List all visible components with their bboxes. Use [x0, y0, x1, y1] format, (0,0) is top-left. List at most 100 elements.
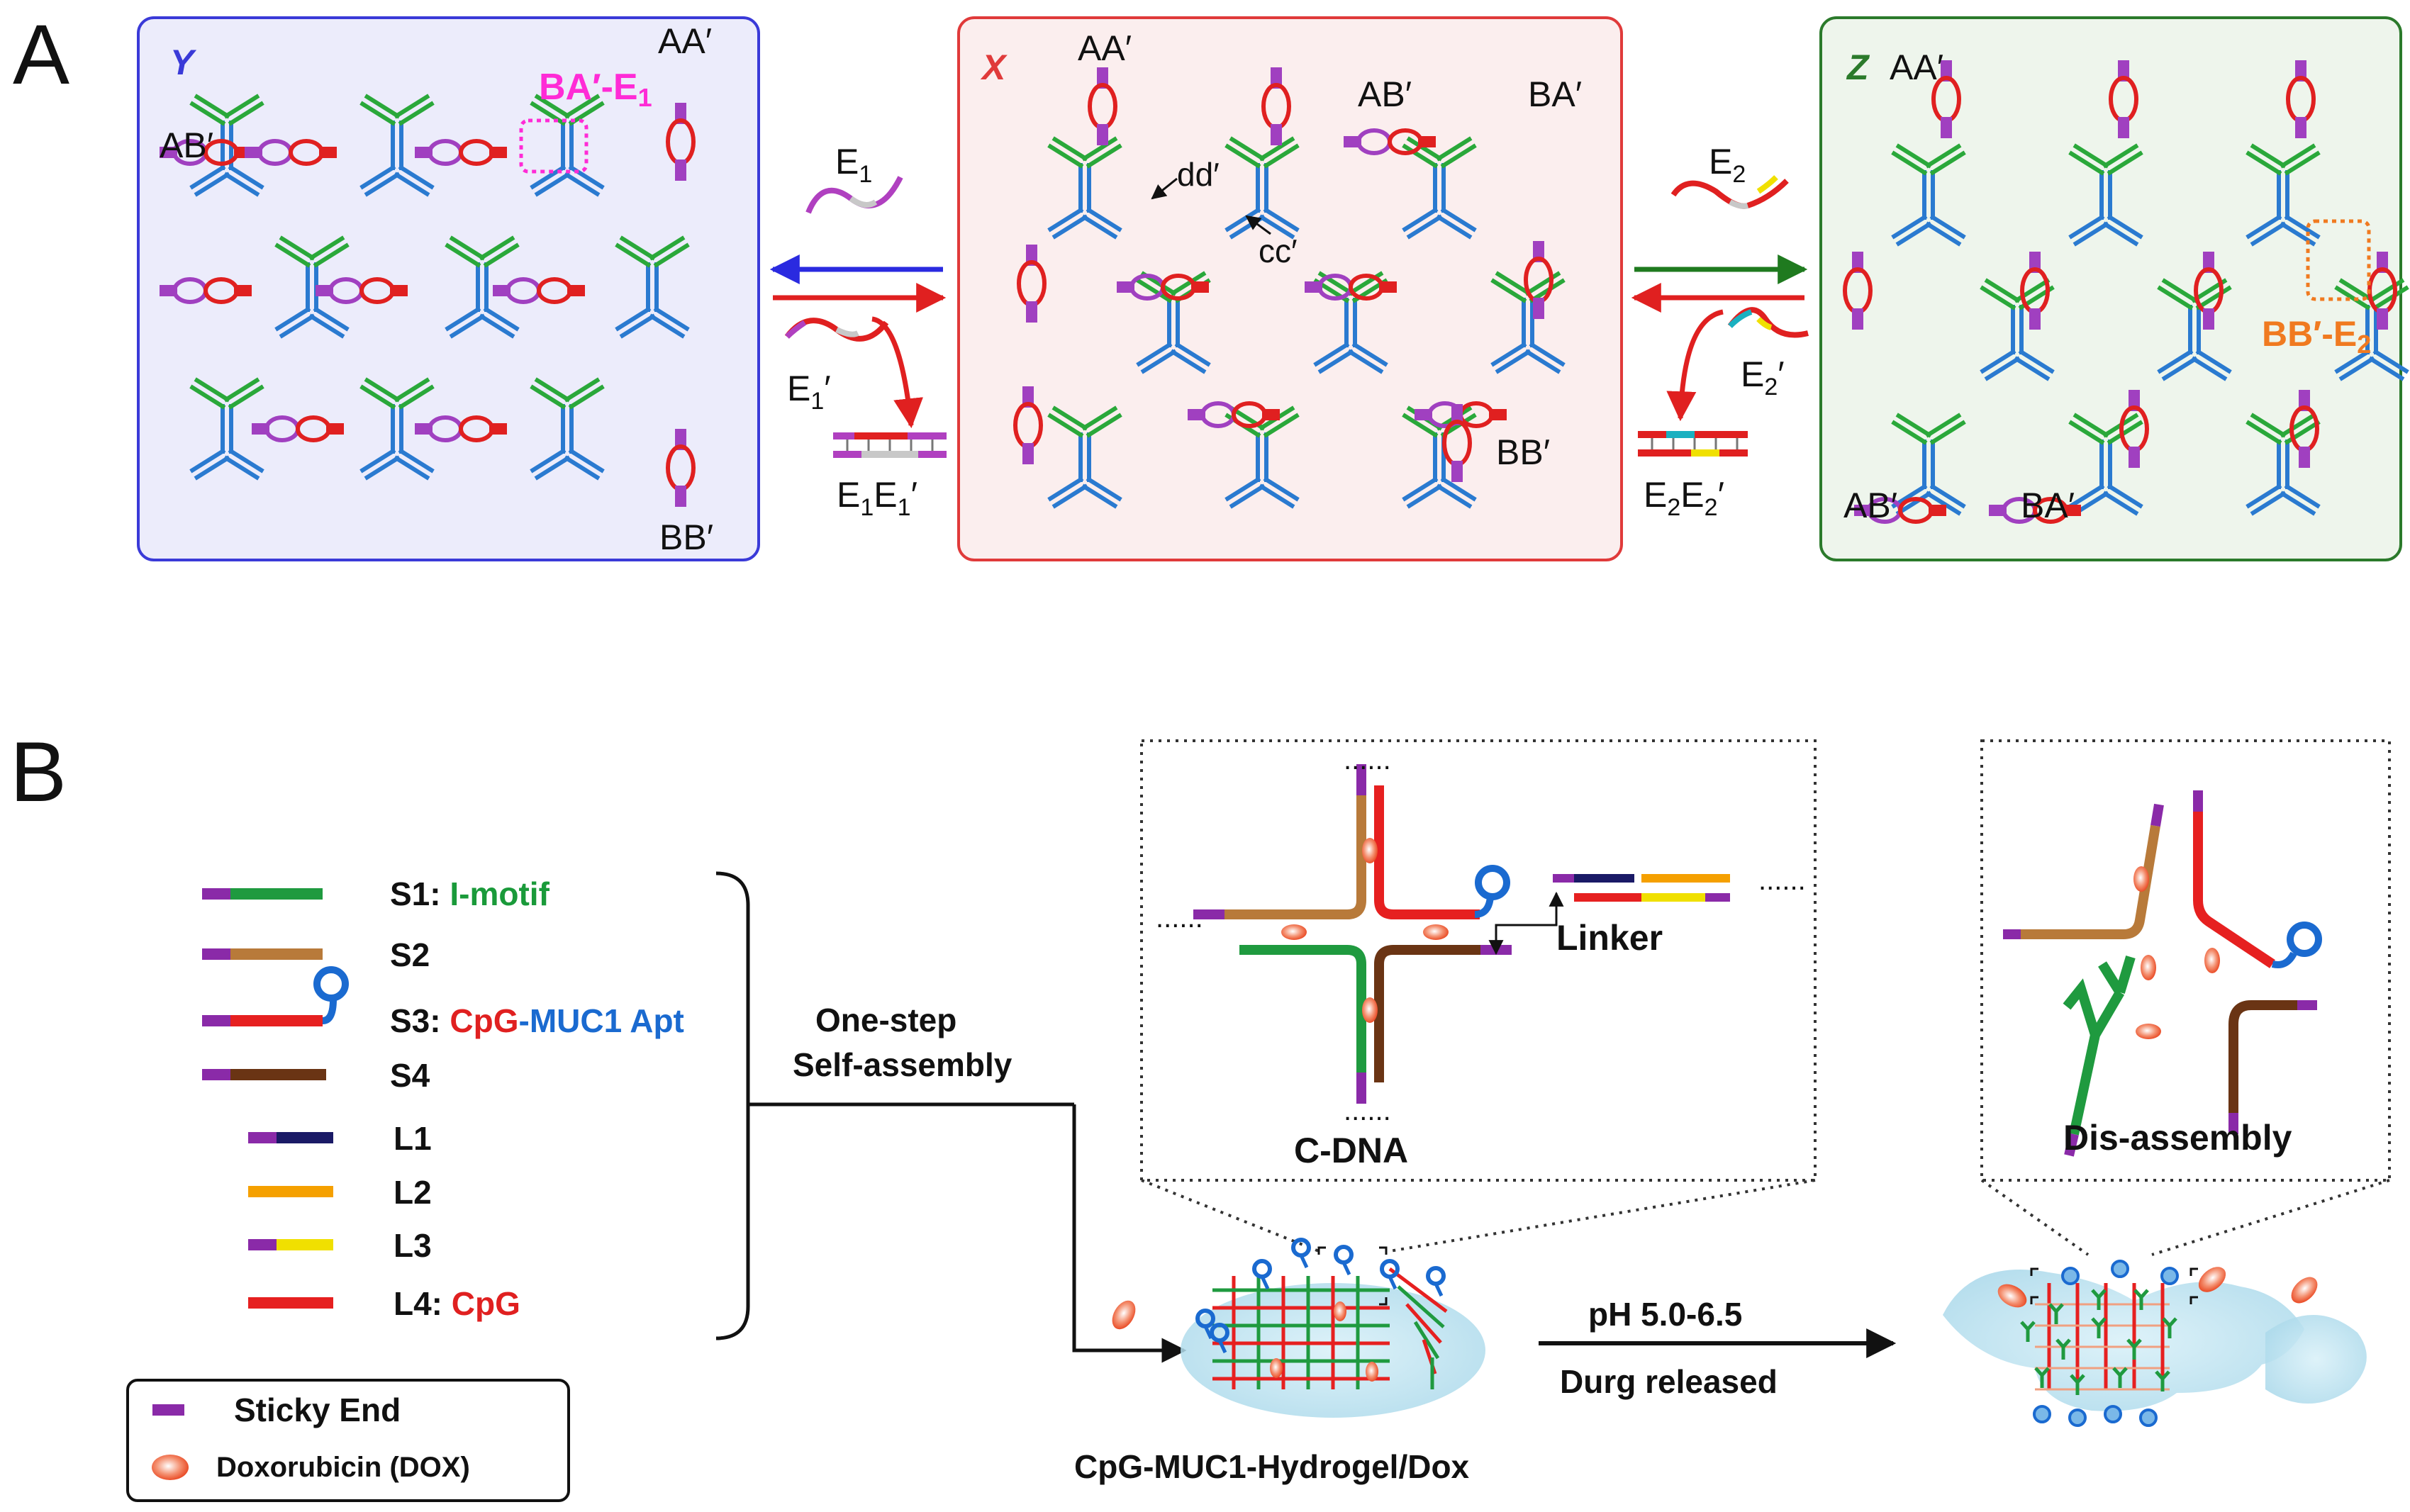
helix-strand	[2284, 420, 2321, 445]
helix-strand	[1263, 413, 1300, 438]
hairpin-stem	[319, 147, 337, 158]
helix-strand	[2018, 349, 2055, 374]
strand-l4: L4: CpG	[248, 1285, 520, 1322]
helix-strand	[1929, 420, 1966, 445]
cdna-left-dots: ......	[1156, 902, 1203, 934]
aptamer-stem	[1260, 1275, 1270, 1290]
helix-strand	[1140, 349, 1177, 374]
svg-text:L2: L2	[394, 1174, 432, 1211]
helix-strand	[1440, 476, 1477, 502]
dox-particle	[2136, 1024, 2161, 1039]
helix-strand	[1402, 143, 1439, 169]
y-box	[137, 16, 760, 561]
helix-strand	[534, 94, 571, 119]
helix-strand	[1136, 278, 1173, 303]
helix-strand	[564, 172, 601, 197]
helix-strand	[568, 101, 605, 126]
helix-strand	[2246, 214, 2282, 240]
helix-strand	[615, 306, 652, 332]
corner-marker	[2189, 1267, 2198, 1276]
legend-sticky-swatch	[152, 1404, 184, 1416]
helix-strand	[274, 306, 311, 332]
helix-strand	[2195, 349, 2232, 374]
helix-strand	[1925, 221, 1962, 247]
helix-strand	[2334, 285, 2371, 310]
helix-strand	[2195, 285, 2232, 310]
helix-strand	[1224, 476, 1261, 502]
dox-particle	[1112, 1300, 1136, 1330]
hairpin-stem	[675, 486, 686, 507]
strand-s2: S2	[202, 936, 430, 973]
helix-strand	[1263, 476, 1300, 502]
helix-strand	[1925, 143, 1962, 169]
helix-strand	[2246, 150, 2282, 176]
legend-dox-icon	[152, 1455, 189, 1480]
helix-strand	[364, 377, 401, 403]
corner-marker	[2189, 1296, 2198, 1304]
helix-strand	[534, 172, 571, 197]
svg-text:S3: CpG-MUC1 Apt: S3: CpG-MUC1 Apt	[390, 1002, 684, 1039]
helix-strand	[1925, 491, 1962, 516]
imotif-folded-strand	[2070, 1374, 2085, 1395]
y-label-ba-e1: BA′-E1	[539, 67, 652, 112]
hairpin-stem	[1022, 386, 1034, 408]
dox-particle	[2291, 1277, 2318, 1304]
aptamer-stem	[1217, 1339, 1227, 1354]
left-reaction: E1 E1′ E1E1′	[769, 142, 947, 521]
imotif-folded-strand	[2048, 1303, 2064, 1324]
dox-particle	[1362, 838, 1378, 863]
free-strand-brown	[2228, 1000, 2297, 1113]
hairpin-stem	[2377, 308, 2388, 330]
strand-list: S1: I-motif S2 S3: CpG-MUC1 Apt S4 L1 L2…	[202, 875, 684, 1322]
right-product-label: E2E2′	[1644, 475, 1724, 521]
z-bb-e2-highlight	[2306, 219, 2371, 301]
helix-strand	[530, 448, 567, 474]
dox-particle	[1281, 924, 1307, 940]
helix-strand	[2161, 356, 2198, 381]
helix-strand	[564, 377, 601, 403]
y-network-panel: Y AA′ AB′ BA′-E1 BB′	[137, 16, 760, 561]
helix-strand	[619, 235, 656, 261]
left-curve-arrow	[871, 316, 923, 429]
x-network	[1013, 67, 1566, 509]
helix-strand	[1081, 405, 1118, 431]
helix-strand	[2073, 143, 2109, 169]
helix-strand	[359, 164, 396, 190]
helix-strand	[1047, 476, 1084, 502]
imotif-folded-strand	[2126, 1338, 2142, 1360]
helix-strand	[479, 313, 515, 339]
hairpin-stem	[1533, 241, 1544, 262]
y-ba-e1-highlight	[519, 118, 588, 174]
helix-strand	[189, 448, 226, 474]
cdna-top-dots: ......	[1344, 744, 1391, 775]
z-tag: Z	[1846, 47, 1870, 87]
helix-strand	[1440, 143, 1477, 169]
disassembled-lattice	[2020, 1260, 2198, 1427]
aptamer-loop-icon	[1426, 1266, 1446, 1286]
z-box	[1819, 16, 2402, 561]
helix-strand	[1495, 349, 1532, 374]
helix-strand	[1436, 214, 1473, 240]
free-strand-red	[2193, 812, 2275, 968]
helix-strand	[1406, 136, 1443, 162]
helix-strand	[189, 164, 226, 190]
helix-strand	[1347, 349, 1384, 374]
left-e1p-label: E1′	[787, 369, 831, 415]
helix-strand	[449, 235, 486, 261]
helix-strand	[223, 94, 260, 119]
hairpin-stem	[1852, 252, 1863, 273]
corner-marker	[2030, 1267, 2038, 1276]
s3-aptamer-loop-icon	[313, 966, 349, 1002]
aptamer-loop-icon	[2104, 1405, 2122, 1423]
imotif-folded-strand	[2091, 1317, 2107, 1338]
helix-strand	[2068, 483, 2105, 509]
helix-strand	[2372, 285, 2409, 310]
helix-strand	[2250, 221, 2287, 247]
hairpin-stem	[2129, 447, 2140, 468]
hairpin-stem	[1533, 298, 1544, 319]
strand-l1: L1	[248, 1120, 432, 1157]
y-label-aa: AA′	[658, 21, 712, 61]
helix-strand	[1440, 207, 1477, 233]
helix-strand	[1891, 214, 1928, 240]
helix-strand	[1224, 207, 1261, 233]
